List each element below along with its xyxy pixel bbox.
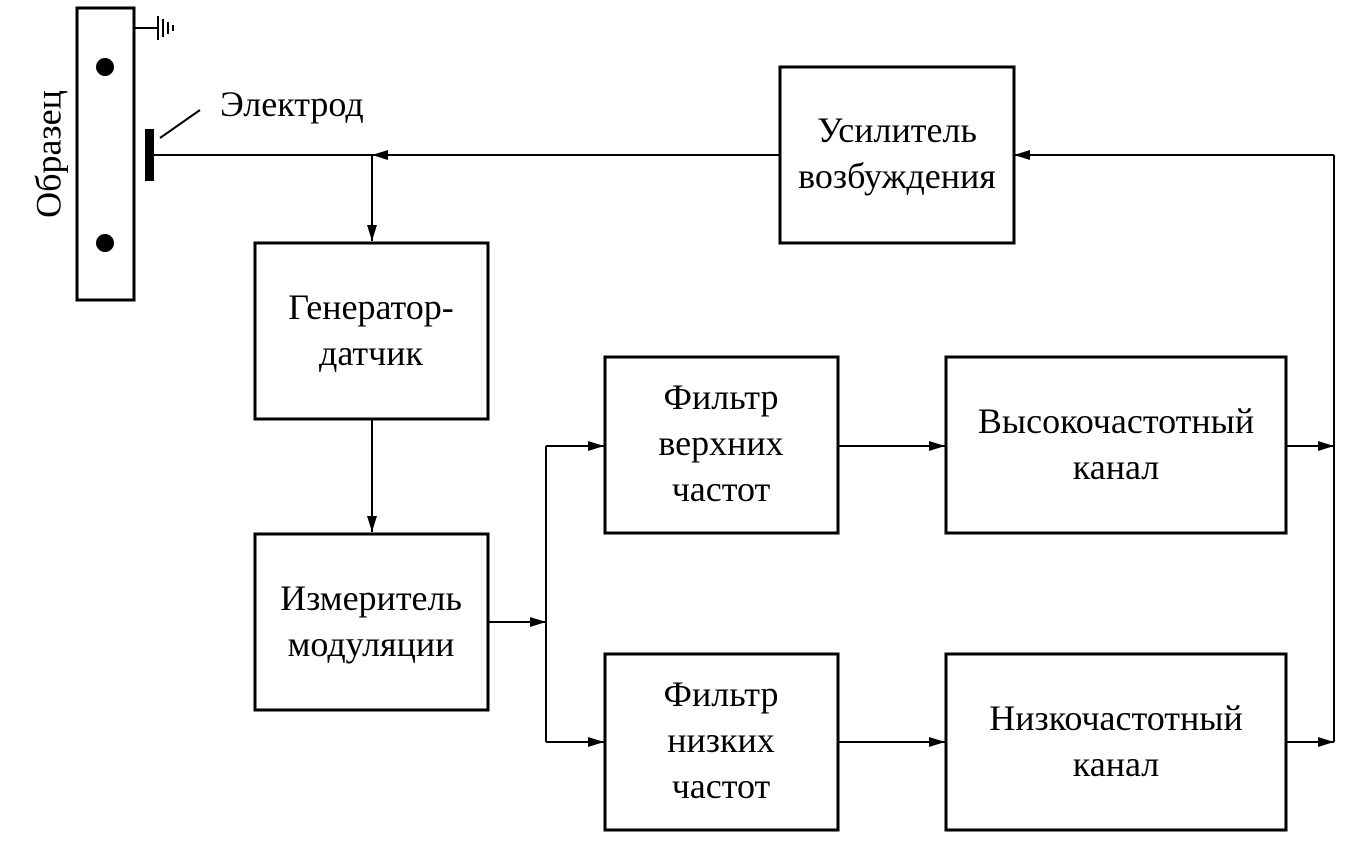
- high-pass-filter-line-1: Фильтр: [664, 377, 779, 417]
- sample-plate: [75, 6, 136, 302]
- high-freq-channel-line-1: Высокочастотный: [978, 401, 1254, 441]
- low-freq-channel-block: Низкочастотный канал: [944, 652, 1288, 832]
- modulation-meter-line-1: Измеритель: [280, 578, 462, 618]
- excitation-amplifier-line-1: Усилитель: [817, 110, 977, 150]
- high-pass-filter-block: Фильтр верхних частот: [603, 355, 840, 535]
- sample: Образец: [28, 6, 136, 302]
- high-pass-filter-line-2: верхних: [658, 423, 783, 463]
- low-freq-channel-line-1: Низкочастотный: [989, 698, 1243, 738]
- low-pass-filter-line-2: низких: [667, 720, 775, 760]
- sample-contact-bottom: [96, 234, 114, 252]
- high-freq-channel-line-2: канал: [1073, 447, 1159, 487]
- electrode: Электрод: [145, 84, 364, 181]
- connections: [154, 150, 1335, 747]
- low-pass-filter-line-3: частот: [672, 766, 771, 806]
- low-freq-channel-line-2: канал: [1073, 744, 1159, 784]
- high-pass-filter-line-3: частот: [672, 469, 771, 509]
- sample-label: Образец: [28, 90, 68, 218]
- generator-sensor-line-2: датчик: [319, 333, 423, 373]
- electrode-plate: [145, 129, 154, 181]
- low-pass-filter-line-1: Фильтр: [664, 674, 779, 714]
- modulation-meter-block: Измеритель модуляции: [253, 532, 490, 712]
- high-freq-channel-block: Высокочастотный канал: [944, 355, 1288, 535]
- electrode-label: Электрод: [220, 84, 364, 124]
- generator-sensor-line-1: Генератор-: [288, 287, 454, 327]
- excitation-amplifier-line-2: возбуждения: [798, 156, 996, 196]
- generator-sensor-block: Генератор- датчик: [253, 241, 490, 421]
- modulation-meter-line-2: модуляции: [288, 624, 455, 664]
- sample-contact-top: [96, 58, 114, 76]
- ground-icon: [134, 16, 174, 40]
- low-pass-filter-block: Фильтр низких частот: [603, 652, 840, 832]
- excitation-amplifier-block: Усилитель возбуждения: [778, 65, 1016, 245]
- electrode-leader: [159, 109, 201, 139]
